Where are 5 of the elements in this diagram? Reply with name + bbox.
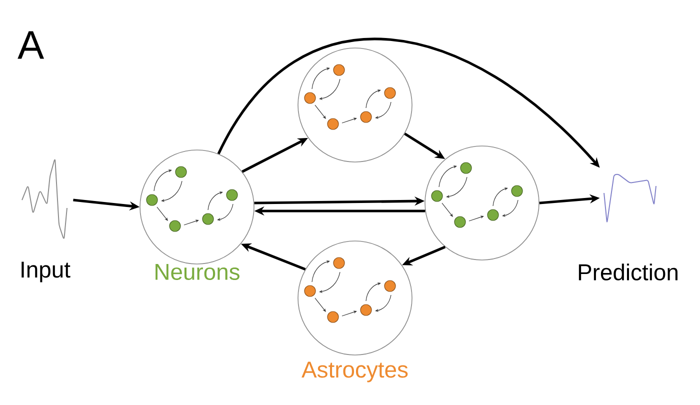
node-label: Input — [22, 262, 70, 282]
node-label: Prediction — [578, 264, 678, 280]
node-label: Astrocytes — [302, 362, 408, 382]
panel-letter: A — [18, 31, 44, 59]
node-label: Neurons — [156, 264, 240, 280]
